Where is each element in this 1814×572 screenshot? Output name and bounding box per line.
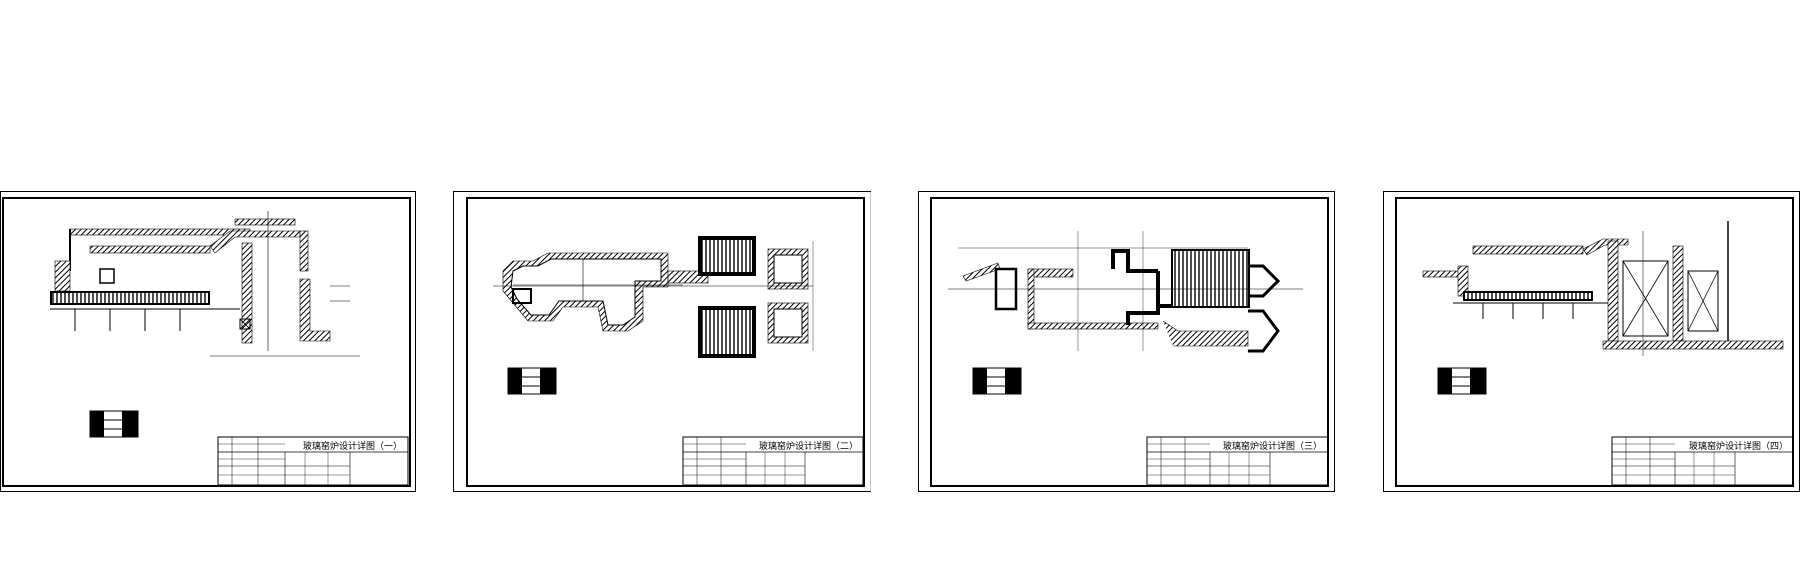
legend-table — [972, 367, 1022, 395]
sheet-1-drawing — [0, 191, 416, 492]
furnace-section-drawing — [50, 211, 360, 357]
sheet-title: 玻璃窑炉设计详图（四） — [1689, 442, 1789, 452]
drawing-sheet-3[interactable]: 玻璃窑炉设计详图（三） — [918, 191, 1336, 493]
sheet-title: 玻璃窑炉设计详图（三） — [1223, 442, 1323, 452]
drawing-sheet-2[interactable]: 玻璃窑炉设计详图（二） — [453, 191, 871, 493]
title-block — [1146, 436, 1329, 486]
sheet-2-drawing — [453, 191, 871, 492]
drawing-sheet-4[interactable]: 玻璃窑炉设计详图（四） — [1383, 191, 1801, 493]
sheet-title: 玻璃窑炉设计详图（一） — [303, 442, 403, 452]
sheet-4-drawing — [1383, 191, 1800, 492]
title-block — [217, 436, 409, 486]
legend-table — [89, 410, 139, 438]
title-block — [1611, 436, 1794, 486]
regenerator-plan-drawing — [493, 236, 814, 358]
legend-table — [507, 367, 557, 395]
sheet-3-drawing — [918, 191, 1335, 492]
sheet-title: 玻璃窑炉设计详图（二） — [759, 442, 859, 452]
legend-table — [1437, 367, 1487, 395]
port-section-drawing — [948, 231, 1303, 353]
title-block — [682, 436, 864, 486]
furnace-longitudinal-drawing — [1422, 221, 1784, 356]
drawing-sheet-1[interactable]: 玻璃窑炉设计详图（一） — [0, 191, 418, 493]
